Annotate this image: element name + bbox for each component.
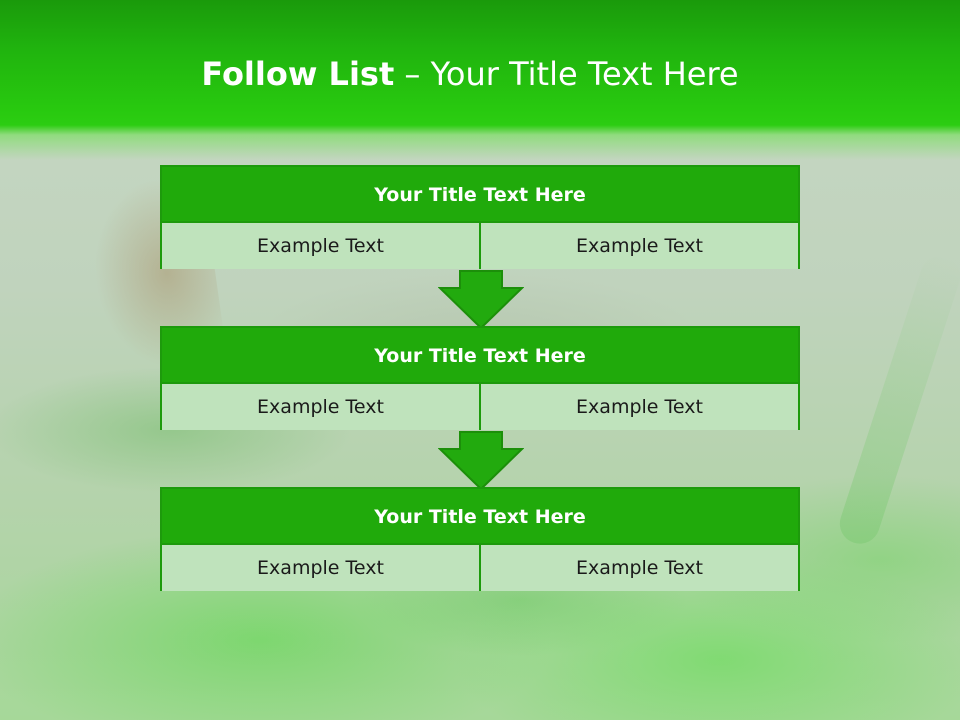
plant-leaf-shape <box>834 251 960 549</box>
card-row: Example Text Example Text <box>162 545 798 591</box>
follow-card-1: Your Title Text Here Example Text Exampl… <box>160 165 800 269</box>
card-cell-left: Example Text <box>162 545 479 591</box>
card-cell-right: Example Text <box>479 384 798 430</box>
card-title: Your Title Text Here <box>162 328 798 384</box>
down-arrow-icon <box>438 431 524 491</box>
card-title: Your Title Text Here <box>162 489 798 545</box>
slide-title: Follow List – Your Title Text Here <box>0 52 940 96</box>
card-row: Example Text Example Text <box>162 384 798 430</box>
slide-title-rest: – Your Title Text Here <box>394 55 739 93</box>
follow-card-2: Your Title Text Here Example Text Exampl… <box>160 326 800 430</box>
slide-title-bold: Follow List <box>201 55 395 93</box>
down-arrow-icon <box>438 270 524 330</box>
card-cell-right: Example Text <box>479 223 798 269</box>
card-title: Your Title Text Here <box>162 167 798 223</box>
header-band <box>0 0 960 160</box>
card-cell-left: Example Text <box>162 223 479 269</box>
card-cell-right: Example Text <box>479 545 798 591</box>
follow-card-3: Your Title Text Here Example Text Exampl… <box>160 487 800 591</box>
card-cell-left: Example Text <box>162 384 479 430</box>
card-row: Example Text Example Text <box>162 223 798 269</box>
